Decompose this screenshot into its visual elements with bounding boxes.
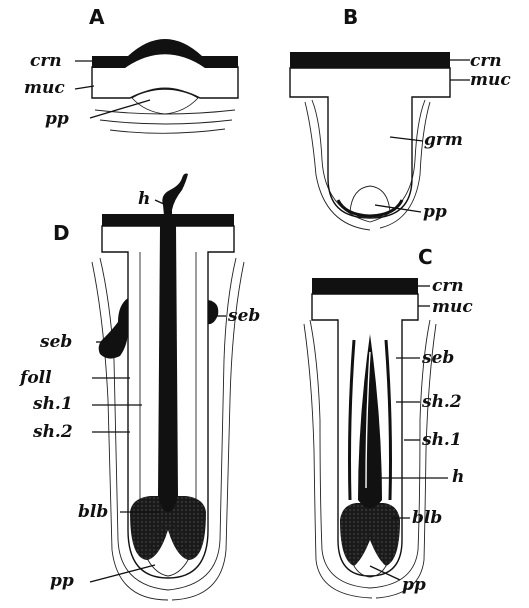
- panel-c-cornified-layer: [312, 278, 418, 294]
- label-b-muc: muc: [470, 70, 511, 90]
- label-c-h: h: [452, 467, 464, 487]
- label-d-h: h: [138, 189, 150, 209]
- label-c-seb: seb: [421, 348, 454, 368]
- label-a-muc: muc: [24, 78, 65, 98]
- label-b-crn: crn: [470, 51, 502, 71]
- panel-a-papilla: [132, 88, 198, 114]
- label-b-grm: grm: [424, 130, 463, 150]
- panel-c-hair-bulb: [340, 503, 400, 566]
- panel-label-c: C: [418, 245, 433, 269]
- label-a-crn: crn: [30, 51, 62, 71]
- panel-label-a: A: [89, 5, 105, 29]
- panel-c: [304, 278, 436, 598]
- panel-d-sebaceous-gland-left: [99, 298, 128, 359]
- label-d-seb-left: seb: [39, 332, 72, 352]
- panel-d: [92, 174, 244, 601]
- panel-label-d: D: [53, 221, 70, 245]
- label-c-muc: muc: [432, 297, 473, 317]
- label-d-seb-right: seb: [227, 306, 260, 326]
- label-d-pp: pp: [50, 571, 74, 591]
- label-c-sh2: sh.2: [421, 392, 462, 412]
- panel-d-hair-shaft: [158, 226, 178, 512]
- panel-a: [92, 39, 238, 133]
- panel-label-b: B: [343, 5, 358, 29]
- label-c-sh1: sh.1: [421, 430, 462, 450]
- label-d-foll: foll: [19, 368, 52, 388]
- label-d-sh2: sh.2: [32, 422, 73, 442]
- label-a-pp: pp: [45, 109, 69, 129]
- label-c-pp: pp: [402, 575, 426, 595]
- label-c-crn: crn: [432, 276, 464, 296]
- panel-b-cornified-layer: [290, 52, 450, 68]
- label-d-blb: blb: [78, 502, 108, 522]
- label-c-blb: blb: [412, 508, 442, 528]
- label-d-sh1: sh.1: [32, 394, 73, 414]
- panel-d-sebaceous-gland-right: [208, 300, 218, 324]
- label-b-pp: pp: [423, 202, 447, 222]
